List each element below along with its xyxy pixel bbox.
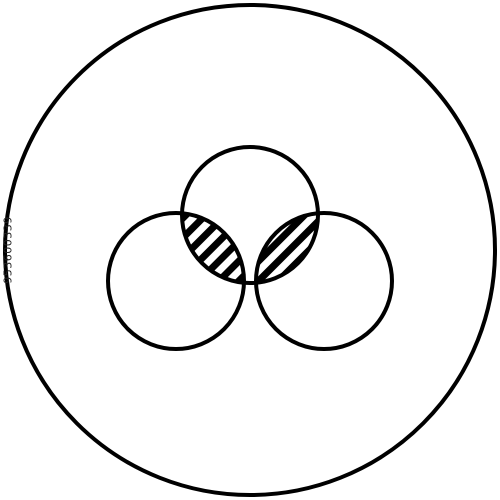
right-circle bbox=[254, 211, 394, 351]
outer-ring bbox=[3, 3, 497, 497]
left-intersection-hatch bbox=[182, 213, 244, 283]
stock-id-text: 953600339 bbox=[1, 216, 15, 284]
top-circle bbox=[180, 145, 320, 285]
right-intersection-hatch bbox=[256, 213, 318, 283]
left-circle bbox=[106, 211, 246, 351]
